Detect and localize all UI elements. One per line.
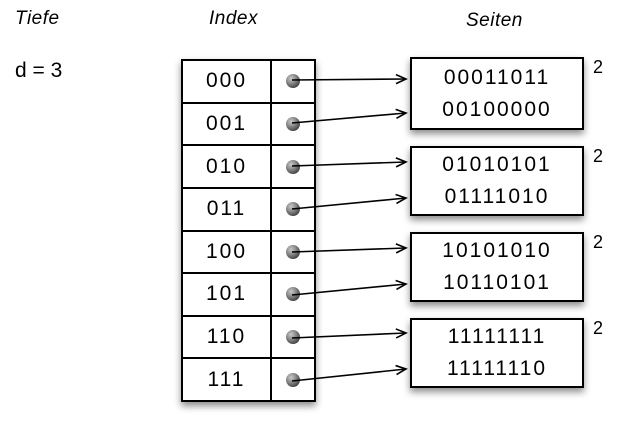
local-depth-badge: 2: [593, 318, 604, 338]
pointer-dot-icon: [286, 330, 300, 345]
pointer-cell: [270, 103, 314, 145]
index-row-011: 011: [183, 188, 314, 232]
page-box-1: 00011011 00100000: [410, 57, 584, 130]
index-label: 000: [205, 69, 248, 93]
page-box-3: 10101010 10110101: [410, 232, 584, 302]
index-label: 110: [206, 325, 247, 349]
index-label: 100: [205, 239, 248, 263]
pointer-dot-icon: [286, 244, 300, 259]
index-label: 011: [206, 197, 247, 221]
pointer-dot-icon: [286, 74, 300, 89]
index-row-111: 111: [183, 359, 314, 400]
pointer-cell: [270, 359, 314, 400]
index-row-101: 101: [183, 274, 314, 317]
local-depth-badge: 2: [593, 146, 604, 166]
pointer-cell: [270, 316, 314, 358]
page-box-2: 01010101 01111010: [410, 146, 584, 216]
page-entry: 10101010: [442, 239, 552, 262]
pointer-cell: [270, 146, 314, 187]
page-entry: 11111111: [447, 325, 547, 348]
pointer-cell: [270, 231, 314, 273]
pages-column-heading: Seiten: [466, 10, 523, 31]
index-label: 010: [205, 154, 248, 178]
page-entry: 01010101: [442, 153, 552, 176]
index-row-110: 110: [183, 316, 314, 360]
page-box-4: 11111111 11111110: [410, 318, 584, 388]
index-table: 000 001 010 011 100 101 110 111: [181, 59, 316, 402]
local-depth-badge: 2: [593, 232, 604, 252]
pointer-dot-icon: [286, 287, 300, 302]
index-row-010: 010: [183, 146, 314, 189]
page-entry: 00011011: [443, 65, 551, 89]
pointer-dot-icon: [286, 202, 300, 217]
pointer-dot-icon: [286, 159, 300, 174]
pointer-dot-icon: [286, 372, 300, 387]
index-row-000: 000: [183, 61, 314, 104]
pointer-cell: [270, 274, 314, 315]
page-entry: 10110101: [443, 271, 551, 294]
index-column-heading: Index: [209, 8, 258, 29]
index-label: 101: [205, 282, 248, 306]
pointer-dot-icon: [286, 116, 300, 131]
index-row-001: 001: [183, 103, 314, 147]
pointer-cell: [270, 61, 314, 102]
pointer-cell: [270, 188, 314, 230]
depth-column-heading: Tiefe: [15, 8, 60, 29]
global-depth-value: d = 3: [15, 59, 63, 82]
index-label: 111: [207, 367, 246, 391]
page-entry: 00100000: [442, 97, 552, 121]
page-entry: 01111010: [444, 185, 550, 208]
local-depth-badge: 2: [593, 57, 604, 77]
page-entry: 11111110: [446, 357, 548, 380]
index-row-100: 100: [183, 231, 314, 275]
index-label: 001: [205, 111, 248, 135]
